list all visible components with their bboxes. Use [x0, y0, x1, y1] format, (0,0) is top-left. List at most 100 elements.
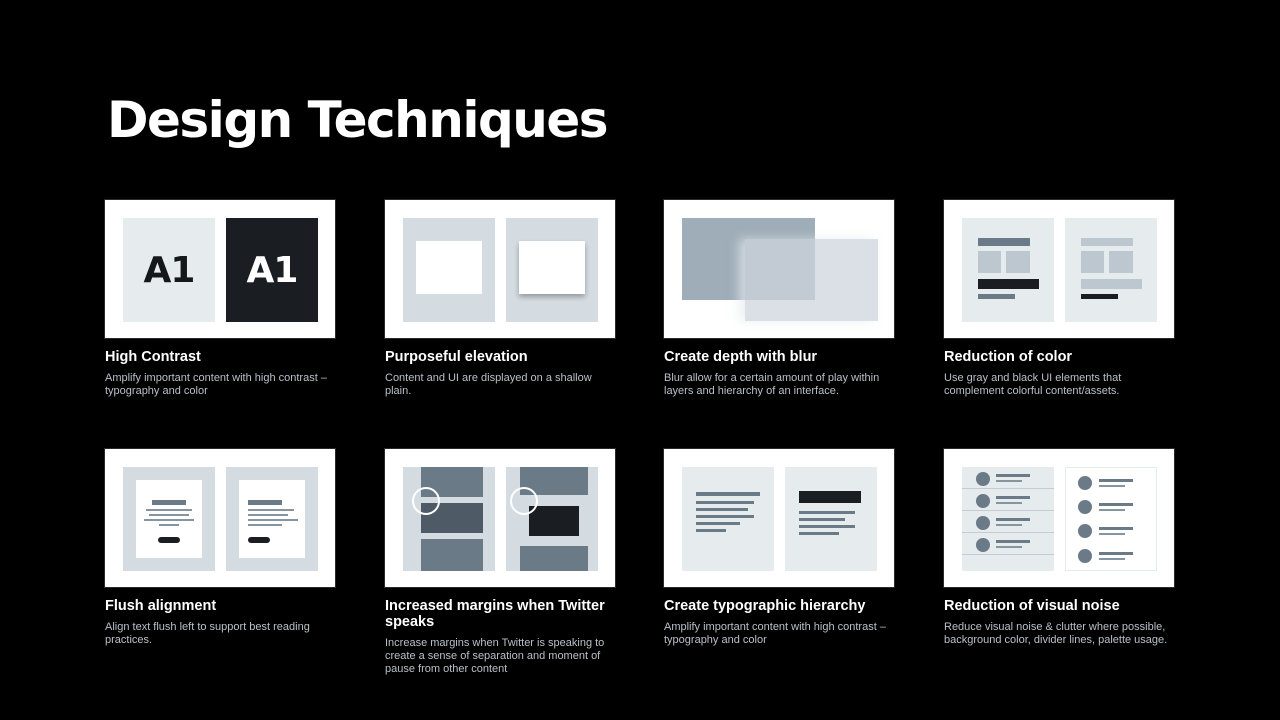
card-title: Reduction of color: [944, 349, 1073, 365]
avatar-icon: [976, 516, 990, 530]
card-description: Blur allow for a certain amount of play …: [664, 372, 880, 397]
text-line: [696, 492, 760, 496]
text-line: [996, 474, 1030, 477]
text-line: [799, 525, 855, 528]
elevated-panel: [506, 218, 598, 322]
text-line: [996, 546, 1022, 548]
divider: [962, 532, 1054, 533]
card-title: Create depth with blur: [664, 349, 818, 365]
avatar-icon: [1078, 549, 1092, 563]
tight-margin-panel: [403, 467, 495, 571]
card-description: Increase margins when Twitter is speakin…: [385, 637, 605, 675]
text-line: [996, 540, 1030, 543]
feed-item: [520, 546, 588, 571]
page-title: Design Techniques: [107, 91, 609, 149]
text-line: [1099, 558, 1125, 560]
text-line: [248, 519, 298, 521]
light-ui-panel: [1065, 218, 1157, 322]
heading-bar: [1081, 238, 1133, 246]
avatar-icon: [976, 472, 990, 486]
text-line: [799, 511, 855, 514]
text-card: [136, 480, 202, 558]
card-high-contrast: A1 A1 High Contrast Amplify important co…: [105, 200, 335, 398]
card-title: Reduction of visual noise: [944, 598, 1120, 614]
pill-button: [158, 537, 180, 543]
text-line: [149, 514, 189, 516]
caption-bar: [978, 294, 1015, 299]
text-line: [146, 509, 192, 511]
card-reduction-of-color: Reduction of color Use gray and black UI…: [944, 200, 1174, 398]
text-line: [996, 502, 1022, 504]
thumb: [1081, 251, 1104, 273]
text-line: [696, 529, 726, 532]
focus-ring-icon: [510, 487, 538, 515]
illustration-typographic-hierarchy: [664, 449, 894, 587]
text-line: [696, 501, 754, 504]
card-title: Flush alignment: [105, 598, 217, 614]
card-reduction-of-visual-noise: Reduction of visual noise Reduce visual …: [944, 449, 1174, 647]
illustration-increased-margins: [385, 449, 615, 587]
card-description: Align text flush left to support best re…: [105, 621, 310, 646]
text-line: [248, 514, 288, 516]
thumb: [1006, 251, 1030, 273]
text-line: [159, 524, 179, 526]
text-line: [696, 508, 748, 511]
dark-ui-panel: [962, 218, 1054, 322]
card-description: Content and UI are displayed on a shallo…: [385, 372, 592, 397]
button-bar: [1081, 279, 1142, 289]
flat-type-panel: [682, 467, 774, 571]
card-description: Reduce visual noise & clutter where poss…: [944, 621, 1168, 646]
twitter-message: [529, 506, 579, 536]
card-description: Amplify important content with high cont…: [664, 621, 886, 646]
feed-item: [421, 539, 483, 571]
card-description: Amplify important content with high cont…: [105, 372, 327, 397]
text-line: [799, 518, 845, 521]
button-bar: [978, 279, 1039, 289]
text-line: [1099, 479, 1133, 482]
card-increased-margins: Increased margins when Twitter speaks In…: [385, 449, 615, 676]
text-line: [248, 509, 294, 511]
card-typographic-hierarchy: Create typographic hierarchy Amplify imp…: [664, 449, 894, 647]
illustration-reduction-of-color: [944, 200, 1174, 338]
text-line: [996, 518, 1030, 521]
wide-margin-panel: [506, 467, 598, 571]
illustration-visual-noise: [944, 449, 1174, 587]
hierarchy-type-panel: [785, 467, 877, 571]
text-line: [248, 524, 282, 526]
card-title: High Contrast: [105, 349, 201, 365]
card-description: Use gray and black UI elements that comp…: [944, 372, 1122, 397]
illustration-elevation: [385, 200, 615, 338]
flat-card: [416, 241, 482, 294]
text-line: [996, 496, 1030, 499]
card-flush-alignment: Flush alignment Align text flush left to…: [105, 449, 335, 647]
pill-button: [248, 537, 270, 543]
text-card: [239, 480, 305, 558]
avatar-icon: [1078, 476, 1092, 490]
caption-bar: [1081, 294, 1118, 299]
text-line: [696, 522, 740, 525]
illustration-blur: [664, 200, 894, 338]
text-line: [1099, 527, 1133, 530]
divider: [962, 488, 1054, 489]
flat-panel: [403, 218, 495, 322]
avatar-icon: [976, 494, 990, 508]
divider: [962, 554, 1054, 555]
text-line: [152, 500, 186, 505]
headline-bar: [799, 491, 861, 503]
a1-light-sample: A1: [123, 218, 215, 322]
thumb: [1109, 251, 1133, 273]
card-title: Create typographic hierarchy: [664, 598, 866, 614]
thumb: [978, 251, 1001, 273]
centered-text-panel: [123, 467, 215, 571]
avatar-icon: [1078, 524, 1092, 538]
text-line: [696, 515, 754, 518]
text-line: [1099, 509, 1125, 511]
card-title: Increased margins when Twitter speaks: [385, 598, 605, 630]
divider: [962, 510, 1054, 511]
illustration-high-contrast: A1 A1: [105, 200, 335, 338]
elevated-card: [519, 241, 585, 294]
card-depth-blur: Create depth with blur Blur allow for a …: [664, 200, 894, 398]
card-purposeful-elevation: Purposeful elevation Content and UI are …: [385, 200, 615, 398]
text-line: [799, 532, 839, 535]
illustration-flush-alignment: [105, 449, 335, 587]
